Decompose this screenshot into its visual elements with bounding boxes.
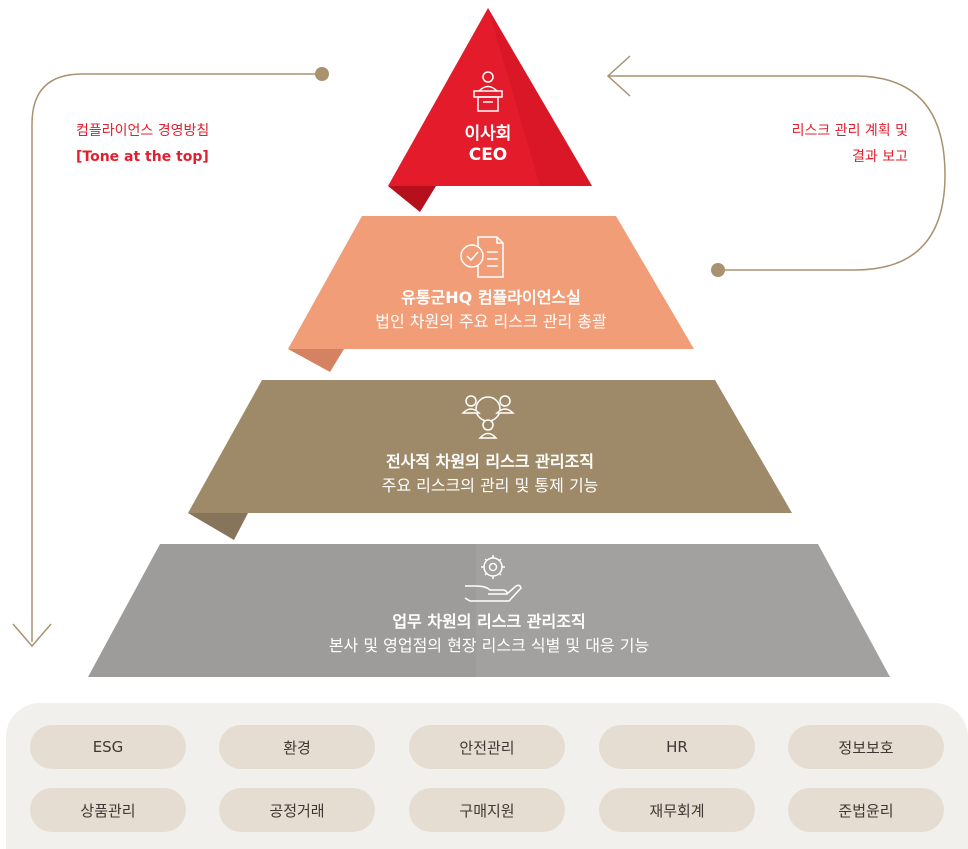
tier-top-title-1: 이사회: [464, 124, 512, 144]
area-pill-hr: HR: [599, 725, 755, 769]
area-pill-fair-trade: 공정거래: [219, 788, 375, 832]
right-note-line2: 결과 보고: [852, 149, 908, 165]
tier-second-subtitle: 법인 차원의 주요 리스크 관리 총괄: [375, 312, 607, 331]
tier-top: [388, 8, 592, 212]
area-pill-environment: 환경: [219, 725, 375, 769]
document-check-icon: [460, 236, 504, 278]
tier-third-title: 전사적 차원의 리스크 관리조직: [385, 452, 595, 471]
right-connector: [606, 55, 946, 271]
left-note-line2: [Tone at the top]: [76, 149, 209, 165]
tier-third-label: 전사적 차원의 리스크 관리조직 주요 리스크의 관리 및 통제 기능: [188, 452, 792, 496]
right-connector-dot: [711, 263, 725, 277]
tier-second-title: 유통군HQ 컴플라이언스실: [401, 288, 581, 307]
tier-second: [288, 216, 694, 372]
area-pill-purchasing: 구매지원: [409, 788, 565, 832]
tier-fourth-label: 업무 차원의 리스크 관리조직 본사 및 영업점의 현장 리스크 식별 및 대응…: [88, 612, 890, 656]
left-connector-dot: [315, 67, 329, 81]
tier-top-title-2: CEO: [468, 145, 508, 166]
area-pill-finance: 재무회계: [599, 788, 755, 832]
people-network-icon: [461, 395, 515, 439]
left-connector: [12, 73, 322, 648]
left-note: 컴플라이언스 경영방침 [Tone at the top]: [76, 118, 209, 170]
left-note-line1: 컴플라이언스 경영방침: [76, 123, 210, 139]
area-pill-compliance-ethics: 준법윤리: [788, 788, 944, 832]
tier-top-label: 이사회 CEO: [388, 124, 588, 167]
area-pill-product: 상품관리: [30, 788, 186, 832]
area-pill-privacy: 정보보호: [788, 725, 944, 769]
right-note-line1: 리스크 관리 계획 및: [791, 123, 908, 139]
tier-third: [188, 380, 792, 540]
tier-third-subtitle: 주요 리스크의 관리 및 통제 기능: [381, 476, 599, 495]
ceo-podium-icon: [473, 71, 503, 112]
tier-fourth: [88, 544, 890, 677]
tier-second-label: 유통군HQ 컴플라이언스실 법인 차원의 주요 리스크 관리 총괄: [288, 288, 694, 332]
tier-fourth-title: 업무 차원의 리스크 관리조직: [392, 612, 586, 631]
gear-hand-icon: [464, 555, 522, 602]
tier-fourth-subtitle: 본사 및 영업점의 현장 리스크 식별 및 대응 기능: [328, 636, 650, 655]
area-pill-esg: ESG: [30, 725, 186, 769]
right-note: 리스크 관리 계획 및 결과 보고: [700, 118, 908, 170]
area-pill-safety: 안전관리: [409, 725, 565, 769]
